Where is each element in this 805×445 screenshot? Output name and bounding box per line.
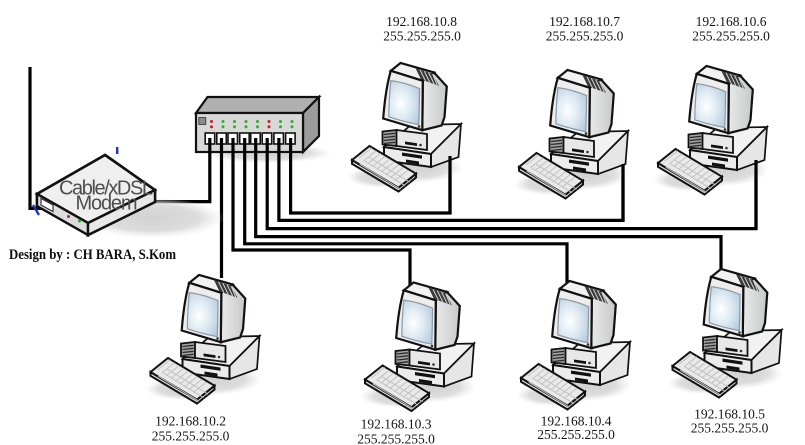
svg-text:192.168.10.3: 192.168.10.3 — [361, 417, 432, 432]
svg-text:192.168.10.7: 192.168.10.7 — [549, 14, 620, 29]
svg-text:255.255.255.0: 255.255.255.0 — [546, 29, 624, 44]
svg-text:255.255.255.0: 255.255.255.0 — [357, 432, 435, 445]
svg-text:255.255.255.0: 255.255.255.0 — [383, 29, 461, 44]
svg-text:Design by : CH BARA, S.Kom: Design by : CH BARA, S.Kom — [9, 247, 176, 263]
svg-text:192.168.10.6: 192.168.10.6 — [696, 14, 767, 29]
svg-text:192.168.10.2: 192.168.10.2 — [155, 414, 226, 429]
svg-text:192.168.10.4: 192.168.10.4 — [541, 414, 612, 429]
svg-text:255.255.255.0: 255.255.255.0 — [691, 421, 769, 436]
svg-text:192.168.10.8: 192.168.10.8 — [386, 14, 457, 29]
svg-text:255.255.255.0: 255.255.255.0 — [152, 429, 230, 444]
svg-text:Cable/xDSL: Cable/xDSL — [59, 178, 153, 200]
svg-text:255.255.255.0: 255.255.255.0 — [692, 29, 770, 44]
svg-text:192.168.10.5: 192.168.10.5 — [694, 407, 765, 422]
svg-text:255.255.255.0: 255.255.255.0 — [537, 427, 615, 442]
svg-text:Modem: Modem — [76, 193, 138, 215]
